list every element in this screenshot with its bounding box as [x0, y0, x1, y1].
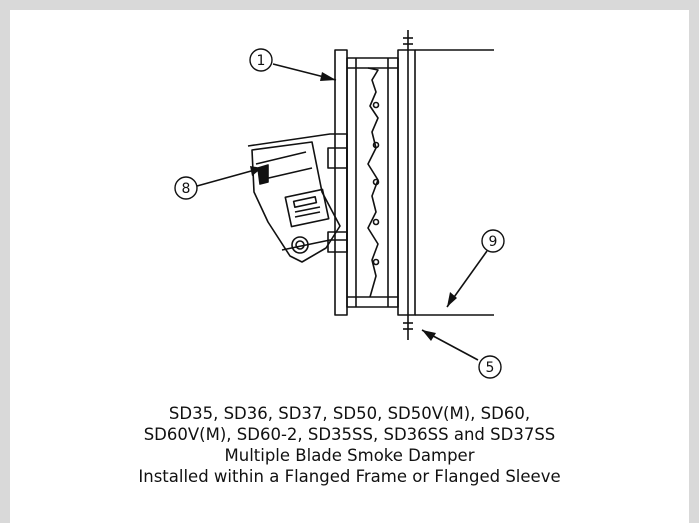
flange [397, 30, 416, 340]
actuator [251, 141, 341, 263]
callout-1-label: 1 [257, 53, 266, 69]
callout-1: 1 [249, 48, 273, 72]
actuator-bracket [247, 133, 348, 253]
figure-caption: SD35, SD36, SD37, SD50, SD50V(M), SD60, … [10, 403, 689, 487]
callout-8-label: 8 [182, 181, 191, 197]
callout-5: 5 [478, 355, 502, 379]
arrow-8 [250, 166, 262, 176]
callout-9: 9 [481, 229, 505, 253]
arrow-9 [447, 292, 457, 307]
caption-line-3: Multiple Blade Smoke Damper [224, 446, 475, 465]
figure-panel [10, 10, 689, 523]
caption-line-2: SD60V(M), SD60-2, SD35SS, SD36SS and SD3… [143, 425, 556, 444]
arrow-5 [422, 330, 436, 341]
callout-9-label: 9 [489, 234, 498, 250]
damper-frame [334, 49, 399, 316]
caption-line-1: SD35, SD36, SD37, SD50, SD50V(M), SD60, [168, 404, 531, 423]
callout-5-label: 5 [486, 360, 495, 376]
callout-8: 8 [174, 176, 198, 200]
caption-line-4: Installed within a Flanged Frame or Flan… [138, 467, 561, 486]
arrow-1 [320, 72, 336, 81]
